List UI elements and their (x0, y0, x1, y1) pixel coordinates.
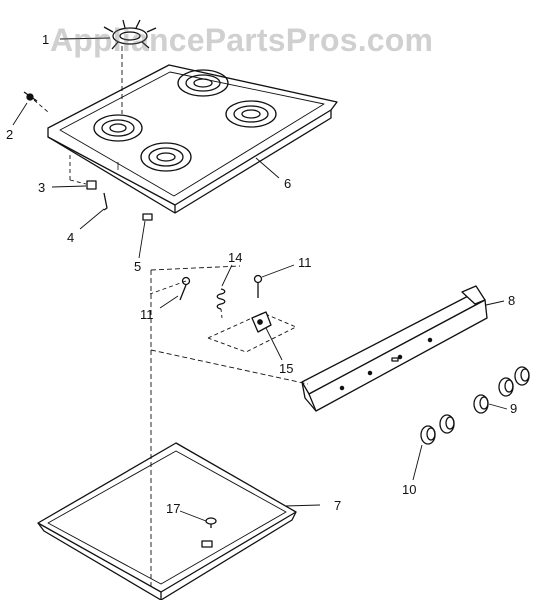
burner-opening-rear-left (93, 114, 143, 142)
callout-11-left: 11 (140, 307, 154, 322)
callout-5: 5 (134, 259, 141, 274)
callout-3: 3 (38, 180, 45, 195)
callout-15: 15 (279, 361, 293, 376)
control-panel-part-8 (301, 285, 505, 412)
callout-1: 1 (42, 32, 49, 47)
burner-opening-front-left (140, 142, 192, 172)
callout-10: 10 (402, 482, 416, 497)
callout-4: 4 (67, 230, 74, 245)
callout-17: 17 (166, 501, 180, 516)
screw-part-2 (12, 91, 49, 126)
control-knob-5 (514, 366, 530, 386)
burner-cap-part (59, 19, 157, 114)
hinge-clip-part-3 (51, 155, 97, 190)
control-knob-1 (420, 425, 436, 445)
control-knob-3 (473, 394, 489, 414)
callout-7: 7 (334, 498, 341, 513)
callout-8: 8 (508, 293, 515, 308)
callout-6: 6 (284, 176, 291, 191)
hinge-part-4 (79, 192, 108, 230)
burner-opening-front-right (225, 100, 277, 128)
callout-11-right: 11 (298, 255, 312, 270)
callout-2: 2 (6, 127, 13, 142)
bottom-tray-part-7 (37, 442, 321, 601)
control-knob-2 (439, 414, 455, 434)
screw-part-17 (205, 517, 217, 528)
bracket-part-15 (207, 311, 297, 361)
screw-part-11-right (253, 264, 295, 298)
burner-opening-rear-right (177, 69, 229, 97)
spring-part-14 (216, 264, 233, 319)
screw-part-5 (138, 213, 153, 259)
callout-14: 14 (228, 250, 242, 265)
callout-9: 9 (510, 401, 517, 416)
cooktop-panel (47, 64, 338, 214)
screw-part-11-left (149, 276, 191, 309)
control-knob-4 (498, 377, 514, 397)
